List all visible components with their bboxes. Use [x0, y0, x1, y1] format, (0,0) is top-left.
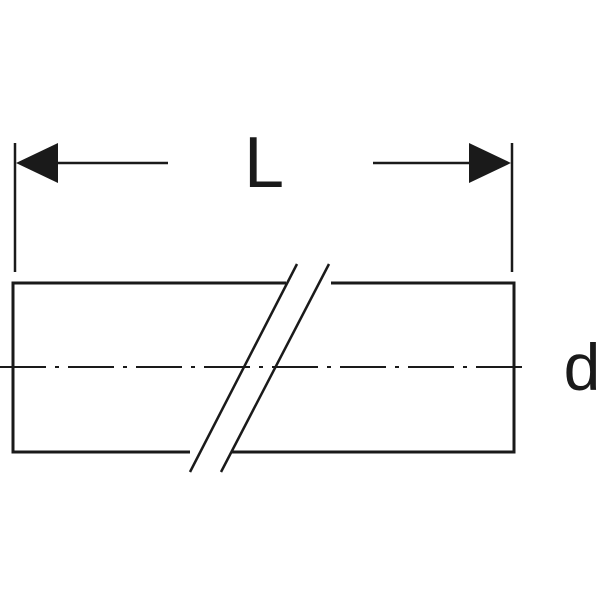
diameter-label: d	[564, 330, 600, 404]
left-arrowhead-icon	[16, 143, 58, 183]
length-label: L	[244, 123, 284, 203]
right-arrowhead-icon	[469, 143, 511, 183]
